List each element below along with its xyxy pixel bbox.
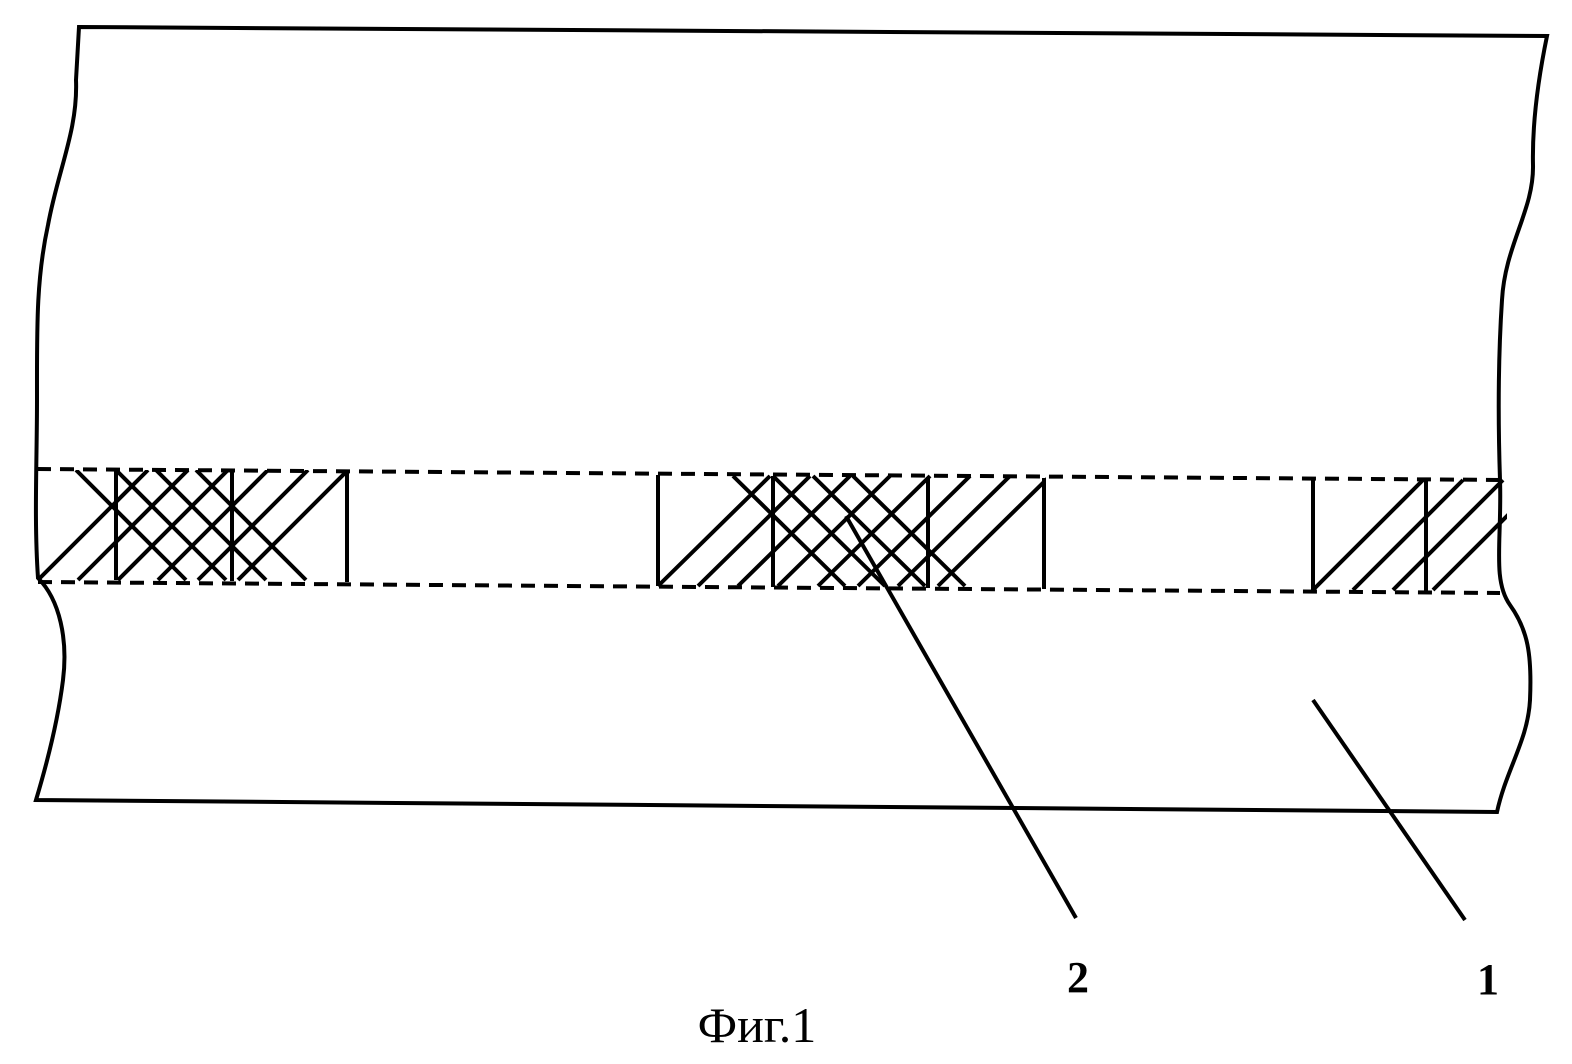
hatched-block-right <box>1313 480 1543 592</box>
label-part-1: 1 <box>1477 955 1499 1004</box>
label-part-2: 2 <box>1067 953 1089 1002</box>
figure-caption: Фиг.1 <box>698 997 817 1053</box>
body-outline <box>36 27 1547 812</box>
leader-line-2 <box>846 516 1076 918</box>
hatched-block-left <box>38 470 348 582</box>
band-bottom-dashed <box>38 582 1500 593</box>
